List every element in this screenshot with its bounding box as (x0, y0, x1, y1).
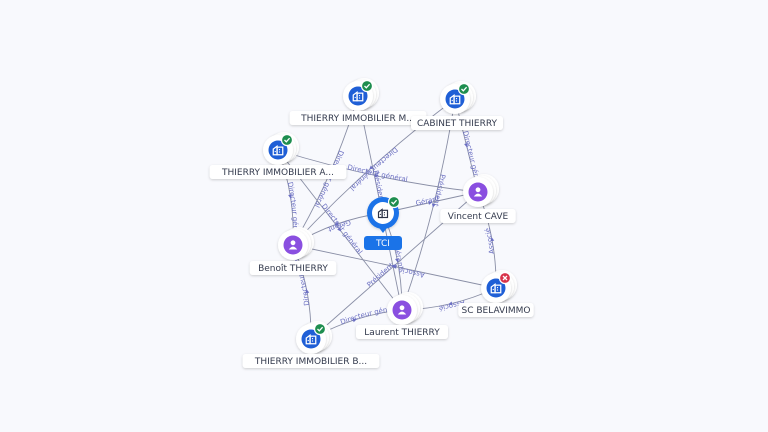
edge-arrow (391, 264, 397, 269)
edge-label: Directeur général (320, 202, 364, 256)
edge-arrow (428, 200, 433, 205)
edge-label: Associé (398, 265, 426, 278)
nodes-layer: THIERRY IMMOBILIER M...CABINET THIERRY TH… (209, 78, 534, 368)
node-label: Laurent THIERRY (356, 325, 448, 339)
node-cabinet-thierry[interactable]: CABINET THIERRY (411, 81, 503, 130)
center-node[interactable]: TCI (364, 195, 402, 251)
node-label: Vincent CAVE (440, 209, 516, 223)
node-label-text: SC BELAVIMMO (462, 306, 531, 316)
edge-arrow (352, 318, 357, 323)
edge-label-path: Associé (484, 227, 497, 254)
edge-arrow (305, 289, 310, 294)
node-label-text: THIERRY IMMOBILIER B... (254, 357, 367, 367)
building-icon (352, 90, 364, 102)
node-label: THIERRY IMMOBILIER M... (289, 111, 427, 125)
edge-label-path: Président (365, 261, 395, 289)
node-label-text: Vincent CAVE (448, 212, 509, 222)
person-icon (288, 240, 298, 250)
node-label: THIERRY IMMOBILIER B... (242, 354, 380, 368)
node-label-text: CABINET THIERRY (417, 119, 498, 129)
edge-arrow (431, 203, 436, 208)
building-icon (490, 282, 502, 294)
node-label: SC BELAVIMMO (458, 303, 534, 317)
edge-arrow (288, 194, 293, 199)
node-laurent-thierry[interactable]: Laurent THIERRY (356, 292, 448, 339)
edge-label-path: Associé (398, 265, 426, 278)
verified-badge-icon (457, 82, 471, 96)
person-icon (397, 305, 407, 315)
edge-arrow (395, 258, 399, 263)
verified-badge-icon (387, 195, 401, 209)
edge-label: Associé (484, 227, 497, 254)
verified-badge-icon (313, 322, 327, 336)
node-label: THIERRY IMMOBILIER A... (209, 165, 347, 179)
edge-arrow (374, 173, 379, 178)
node-thierry-immo-m[interactable]: THIERRY IMMOBILIER M... (289, 78, 427, 125)
edge-label-path: Directeur général (320, 202, 364, 256)
node-sc-belavimmo[interactable]: SC BELAVIMMO (458, 270, 534, 317)
node-thierry-immo-a[interactable]: THIERRY IMMOBILIER A... (209, 132, 347, 179)
edge-arrow (337, 227, 342, 232)
person-icon (473, 187, 483, 197)
building-icon (305, 333, 317, 345)
node-benoit-thierry[interactable]: Benoît THIERRY (249, 227, 337, 275)
center-label: TCI (364, 236, 402, 250)
edge-arrow (334, 221, 339, 226)
edge-arrow (490, 237, 495, 242)
node-label-text: THIERRY IMMOBILIER A... (221, 168, 334, 178)
node-thierry-immo-b[interactable]: THIERRY IMMOBILIER B... (242, 321, 380, 368)
node-label-text: THIERRY IMMOBILIER M... (300, 114, 415, 124)
node-label-text: Laurent THIERRY (364, 328, 440, 338)
node-vincent-cave[interactable]: Vincent CAVE (440, 174, 516, 223)
edge-label: Président (365, 261, 395, 289)
verified-badge-icon (360, 79, 374, 93)
edge-arrow (448, 301, 453, 306)
node-label-text: Benoît THIERRY (258, 264, 328, 274)
closed-badge-icon (498, 271, 512, 285)
building-icon (272, 144, 284, 156)
edge-arrow (464, 143, 468, 148)
building-icon (377, 208, 389, 219)
node-label: CABINET THIERRY (411, 116, 503, 130)
center-label-text: TCI (375, 239, 390, 249)
node-label: Benoît THIERRY (249, 261, 337, 275)
verified-badge-icon (280, 133, 294, 147)
building-icon (449, 93, 461, 105)
edge-arrow (369, 165, 374, 170)
